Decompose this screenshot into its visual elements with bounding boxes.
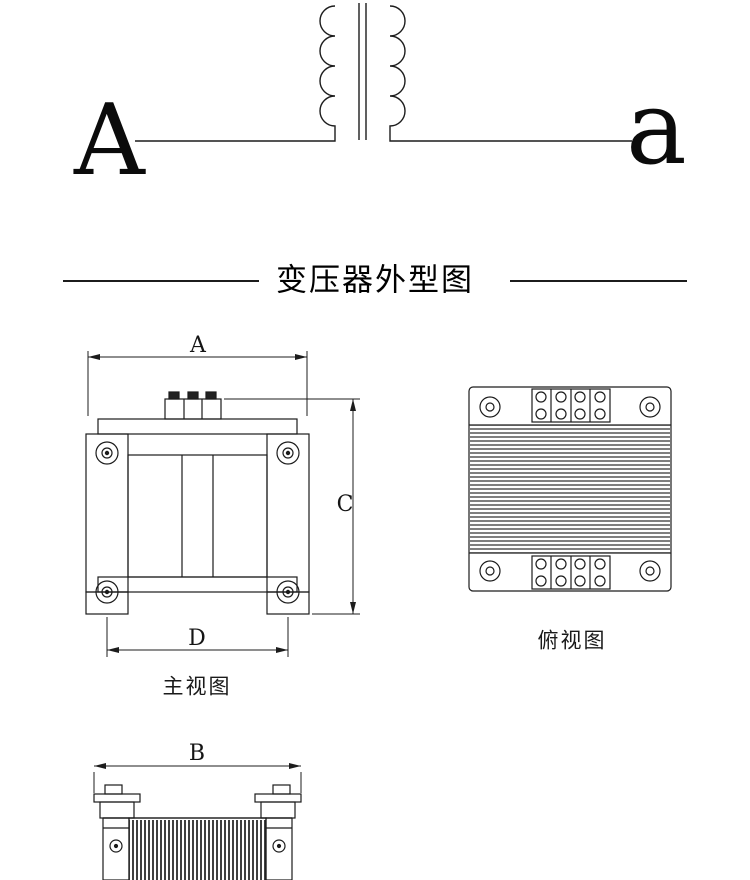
front-view-drawing xyxy=(85,391,310,615)
top-view-drawing xyxy=(468,386,672,592)
top-terminal-strip-lower xyxy=(531,555,611,590)
top-terminal-strip-upper xyxy=(531,388,611,423)
schematic-secondary-terminal-label: a xyxy=(626,69,687,188)
front-terminal-block xyxy=(164,391,222,420)
side-clamp-right xyxy=(254,784,302,819)
title-rule-right xyxy=(510,280,687,282)
side-clamp-left xyxy=(93,784,141,819)
section-title: 变压器外型图 xyxy=(276,262,474,298)
top-view-caption: 俯视图 xyxy=(537,629,607,653)
front-corner-screw-icons xyxy=(95,441,300,604)
dimension-label-c: C xyxy=(336,492,354,517)
front-view-caption: 主视图 xyxy=(162,675,232,699)
side-view-dimensions xyxy=(93,763,302,793)
lamination-stripes xyxy=(470,425,670,553)
title-rule-left xyxy=(63,280,259,282)
side-view-drawing xyxy=(93,763,302,880)
schematic-primary-terminal-label: A xyxy=(74,84,145,198)
secondary-winding-coil xyxy=(389,5,632,142)
dimension-label-d: D xyxy=(188,626,206,651)
coil-stripes xyxy=(129,820,266,880)
front-view-dimensions xyxy=(87,351,360,657)
transformer-schematic xyxy=(135,3,632,142)
dimension-label-a: A xyxy=(190,333,206,358)
primary-winding-coil xyxy=(135,5,336,142)
dimension-label-b: B xyxy=(188,741,206,766)
top-corner-bolt-icons xyxy=(479,396,661,582)
